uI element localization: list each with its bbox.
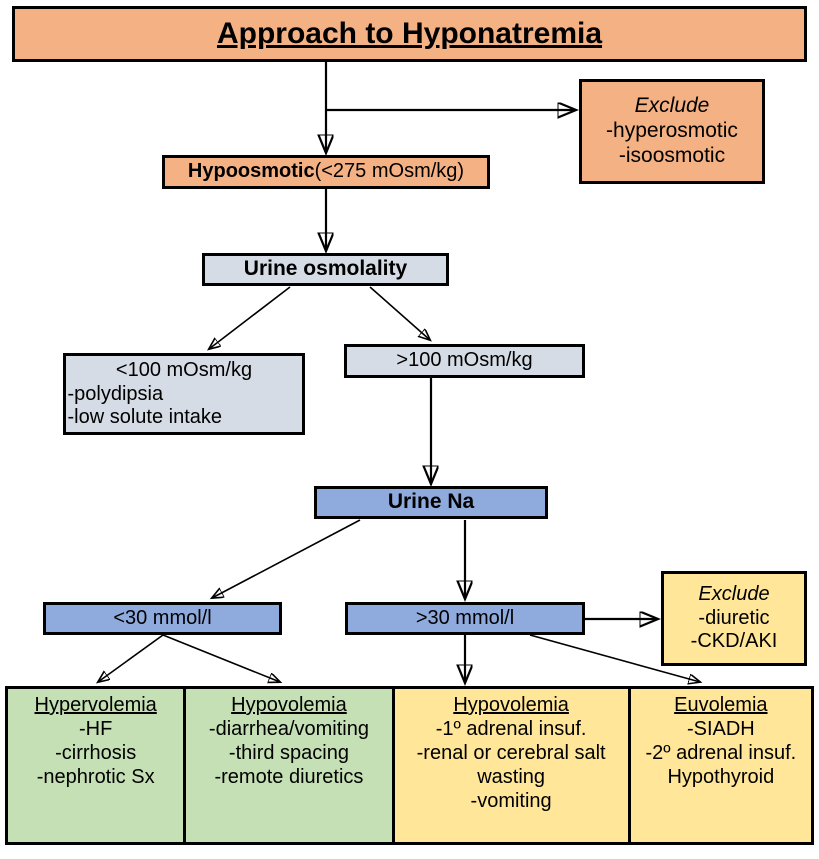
outcome-hypervolemia: Hypervolemia -HF -cirrhosis -nephrotic S… <box>8 689 184 842</box>
outcome-hypovolemia-high-na-header: Hypovolemia <box>453 694 569 716</box>
outcome-hypovolemia-high-na: Hypovolemia -1º adrenal insuf. -renal or… <box>391 689 628 842</box>
exclude-osmolality-item-0: -hyperosmotic <box>606 119 738 143</box>
low-osmolality-box: <100 mOsm/kg -polydipsia -low solute int… <box>63 353 305 435</box>
hypoosmotic-label-bold: Hypoosmotic <box>187 160 315 183</box>
page-title-text: Approach to Hyponatremia <box>216 17 603 51</box>
outcome-hypovolemia-low-na-header: Hypovolemia <box>231 694 347 716</box>
hypoosmotic-box: Hypoosmotic (<275 mOsm/kg) <box>162 155 490 189</box>
outcome-euvolemia-header: Euvolemia <box>674 694 768 716</box>
outcome-euvolemia-item-0: -SIADH <box>686 718 755 740</box>
urine-osmolality-box: Urine osmolality <box>202 253 449 286</box>
outcome-euvolemia-item-1: -2º adrenal insuf. <box>645 742 797 764</box>
exclude-na-item-1: -CKD/AKI <box>690 630 778 653</box>
outcome-euvolemia: Euvolemia -SIADH -2º adrenal insuf. Hypo… <box>627 689 811 842</box>
outcome-hypovolemia-low-na-item-0: -diarrhea/vomiting <box>208 718 369 740</box>
exclude-osmolality-header: Exclude <box>634 94 710 118</box>
urine-na-box: Urine Na <box>314 486 548 519</box>
outcome-hypovolemia-low-na-item-2: -remote diuretics <box>214 766 364 788</box>
outcome-hypervolemia-header: Hypervolemia <box>34 694 157 716</box>
exclude-na-item-0: -diuretic <box>698 606 770 629</box>
outcome-hypervolemia-item-2: -nephrotic Sx <box>36 766 155 788</box>
urine-osmolality-label: Urine osmolality <box>243 257 408 281</box>
exclude-osmolality-item-1: -isoosmotic <box>618 143 726 167</box>
low-osmolality-header: <100 mOsm/kg <box>115 359 253 381</box>
high-na-label: >30 mmol/l <box>415 606 515 629</box>
high-na-box: >30 mmol/l <box>345 602 585 635</box>
outcome-euvolemia-item-2: Hypothyroid <box>667 766 775 788</box>
page-title: Approach to Hyponatremia <box>12 6 807 62</box>
low-na-box: <30 mmol/l <box>43 602 282 635</box>
exclude-na-box: Exclude -diuretic -CKD/AKI <box>661 571 807 666</box>
outcome-hypovolemia-high-na-item-0: -1º adrenal insuf. <box>435 718 587 740</box>
low-osmolality-item-0: -polydipsia <box>67 382 164 405</box>
low-osmolality-item-1: -low solute intake <box>67 406 223 429</box>
exclude-na-header: Exclude <box>698 583 770 606</box>
outcome-hypovolemia-high-na-item-3: -vomiting <box>470 790 552 812</box>
outcome-hypovolemia-low-na-item-1: -third spacing <box>228 742 349 764</box>
high-osmolality-box: >100 mOsm/kg <box>344 344 585 378</box>
outcome-hypervolemia-item-0: -HF <box>79 718 113 740</box>
outcome-hypovolemia-low-na: Hypovolemia -diarrhea/vomiting -third sp… <box>183 689 392 842</box>
high-osmolality-label: >100 mOsm/kg <box>396 349 533 372</box>
outcome-hypovolemia-high-na-item-2: wasting <box>477 766 546 788</box>
exclude-osmolality-box: Exclude -hyperosmotic -isoosmotic <box>579 79 765 184</box>
hypoosmotic-label-rest: (<275 mOsm/kg) <box>314 160 465 183</box>
outcome-hypervolemia-item-1: -cirrhosis <box>55 742 137 764</box>
outcome-hypovolemia-high-na-item-1: -renal or cerebral salt <box>416 742 606 764</box>
low-na-label: <30 mmol/l <box>113 606 212 629</box>
outcomes-row: Hypervolemia -HF -cirrhosis -nephrotic S… <box>5 686 814 845</box>
urine-na-label: Urine Na <box>387 490 475 514</box>
